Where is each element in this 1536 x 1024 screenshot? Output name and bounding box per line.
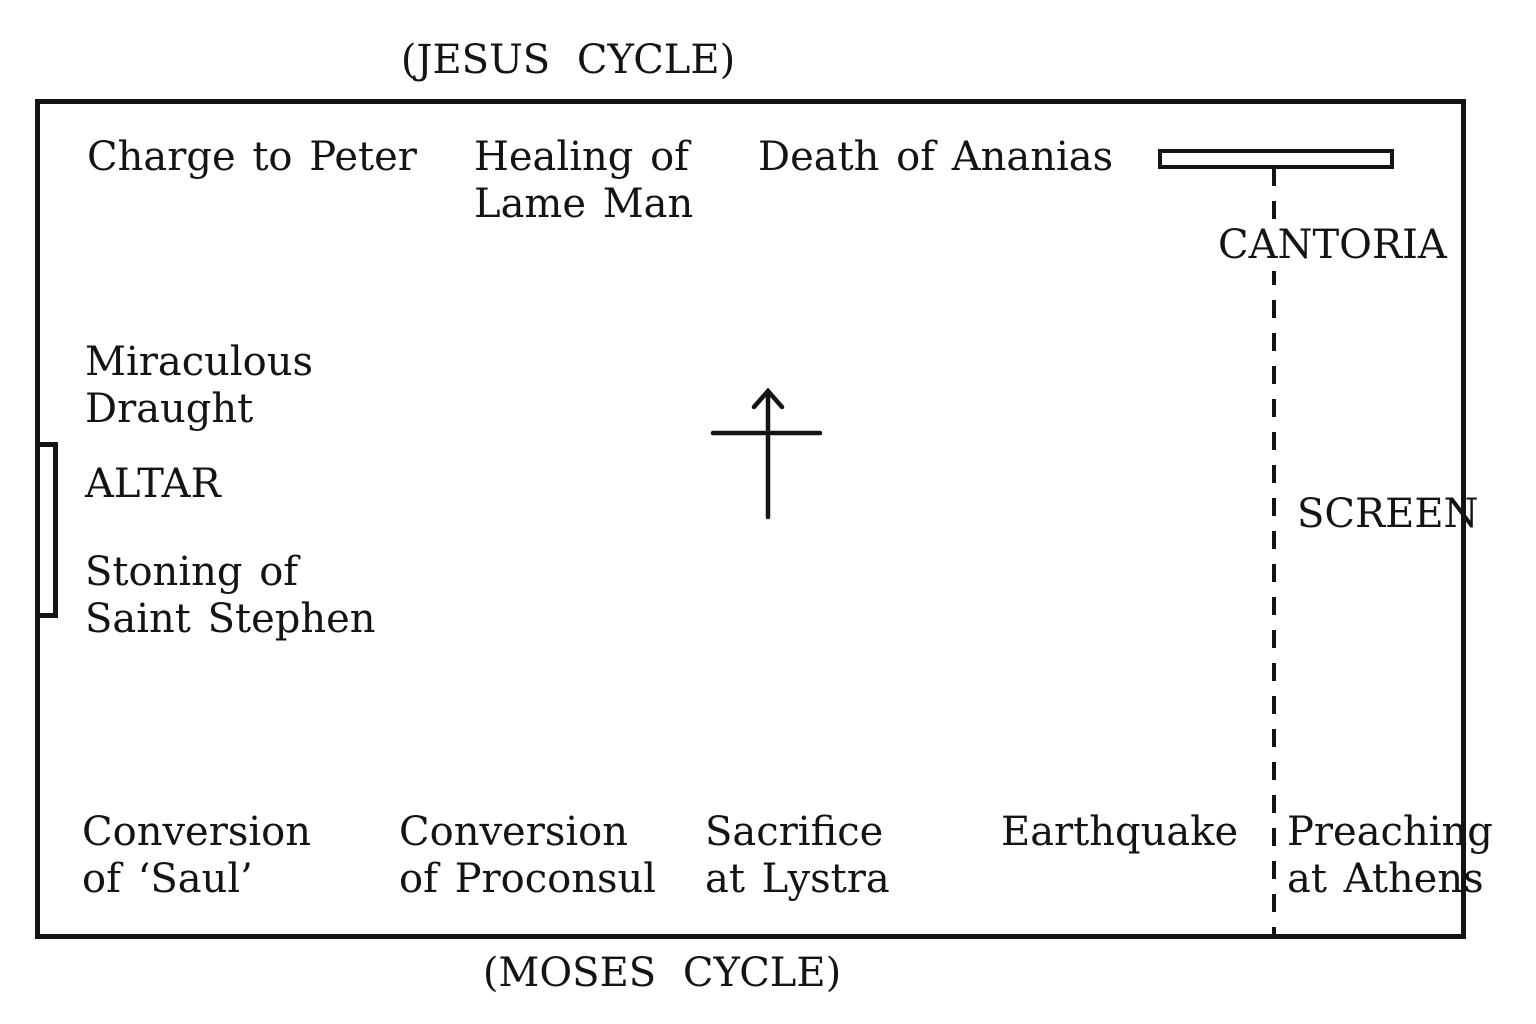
cantoria-label: CANTORIA <box>1214 220 1451 271</box>
panel-conversion-of-saul: Conversion of ‘Saul’ <box>82 809 312 902</box>
panel-preaching-at-athens: Preaching at Athens <box>1287 809 1493 902</box>
panel-stoning-of-saint-stephen: Stoning of Saint Stephen <box>85 549 376 642</box>
panel-earthquake: Earthquake <box>1001 809 1239 855</box>
cross-arrow-icon <box>710 387 823 520</box>
screen-divider-line <box>1272 168 1276 936</box>
panel-death-of-ananias: Death of Ananias <box>758 134 1114 180</box>
panel-conversion-of-proconsul: Conversion of Proconsul <box>399 809 657 902</box>
altar-marker <box>35 442 58 618</box>
panel-miraculous-draught: Miraculous Draught <box>85 339 314 432</box>
screen-label: SCREEN <box>1297 491 1479 537</box>
moses-cycle-title: (MOSES CYCLE) <box>482 950 842 996</box>
cantoria-bar <box>1158 149 1394 169</box>
panel-charge-to-peter: Charge to Peter <box>87 134 417 180</box>
panel-sacrifice-at-lystra: Sacrifice at Lystra <box>705 809 890 902</box>
jesus-cycle-title: (JESUS CYCLE) <box>400 37 736 83</box>
altar-label: ALTAR <box>85 461 221 507</box>
panel-healing-of-lame-man: Healing of Lame Man <box>474 134 694 227</box>
